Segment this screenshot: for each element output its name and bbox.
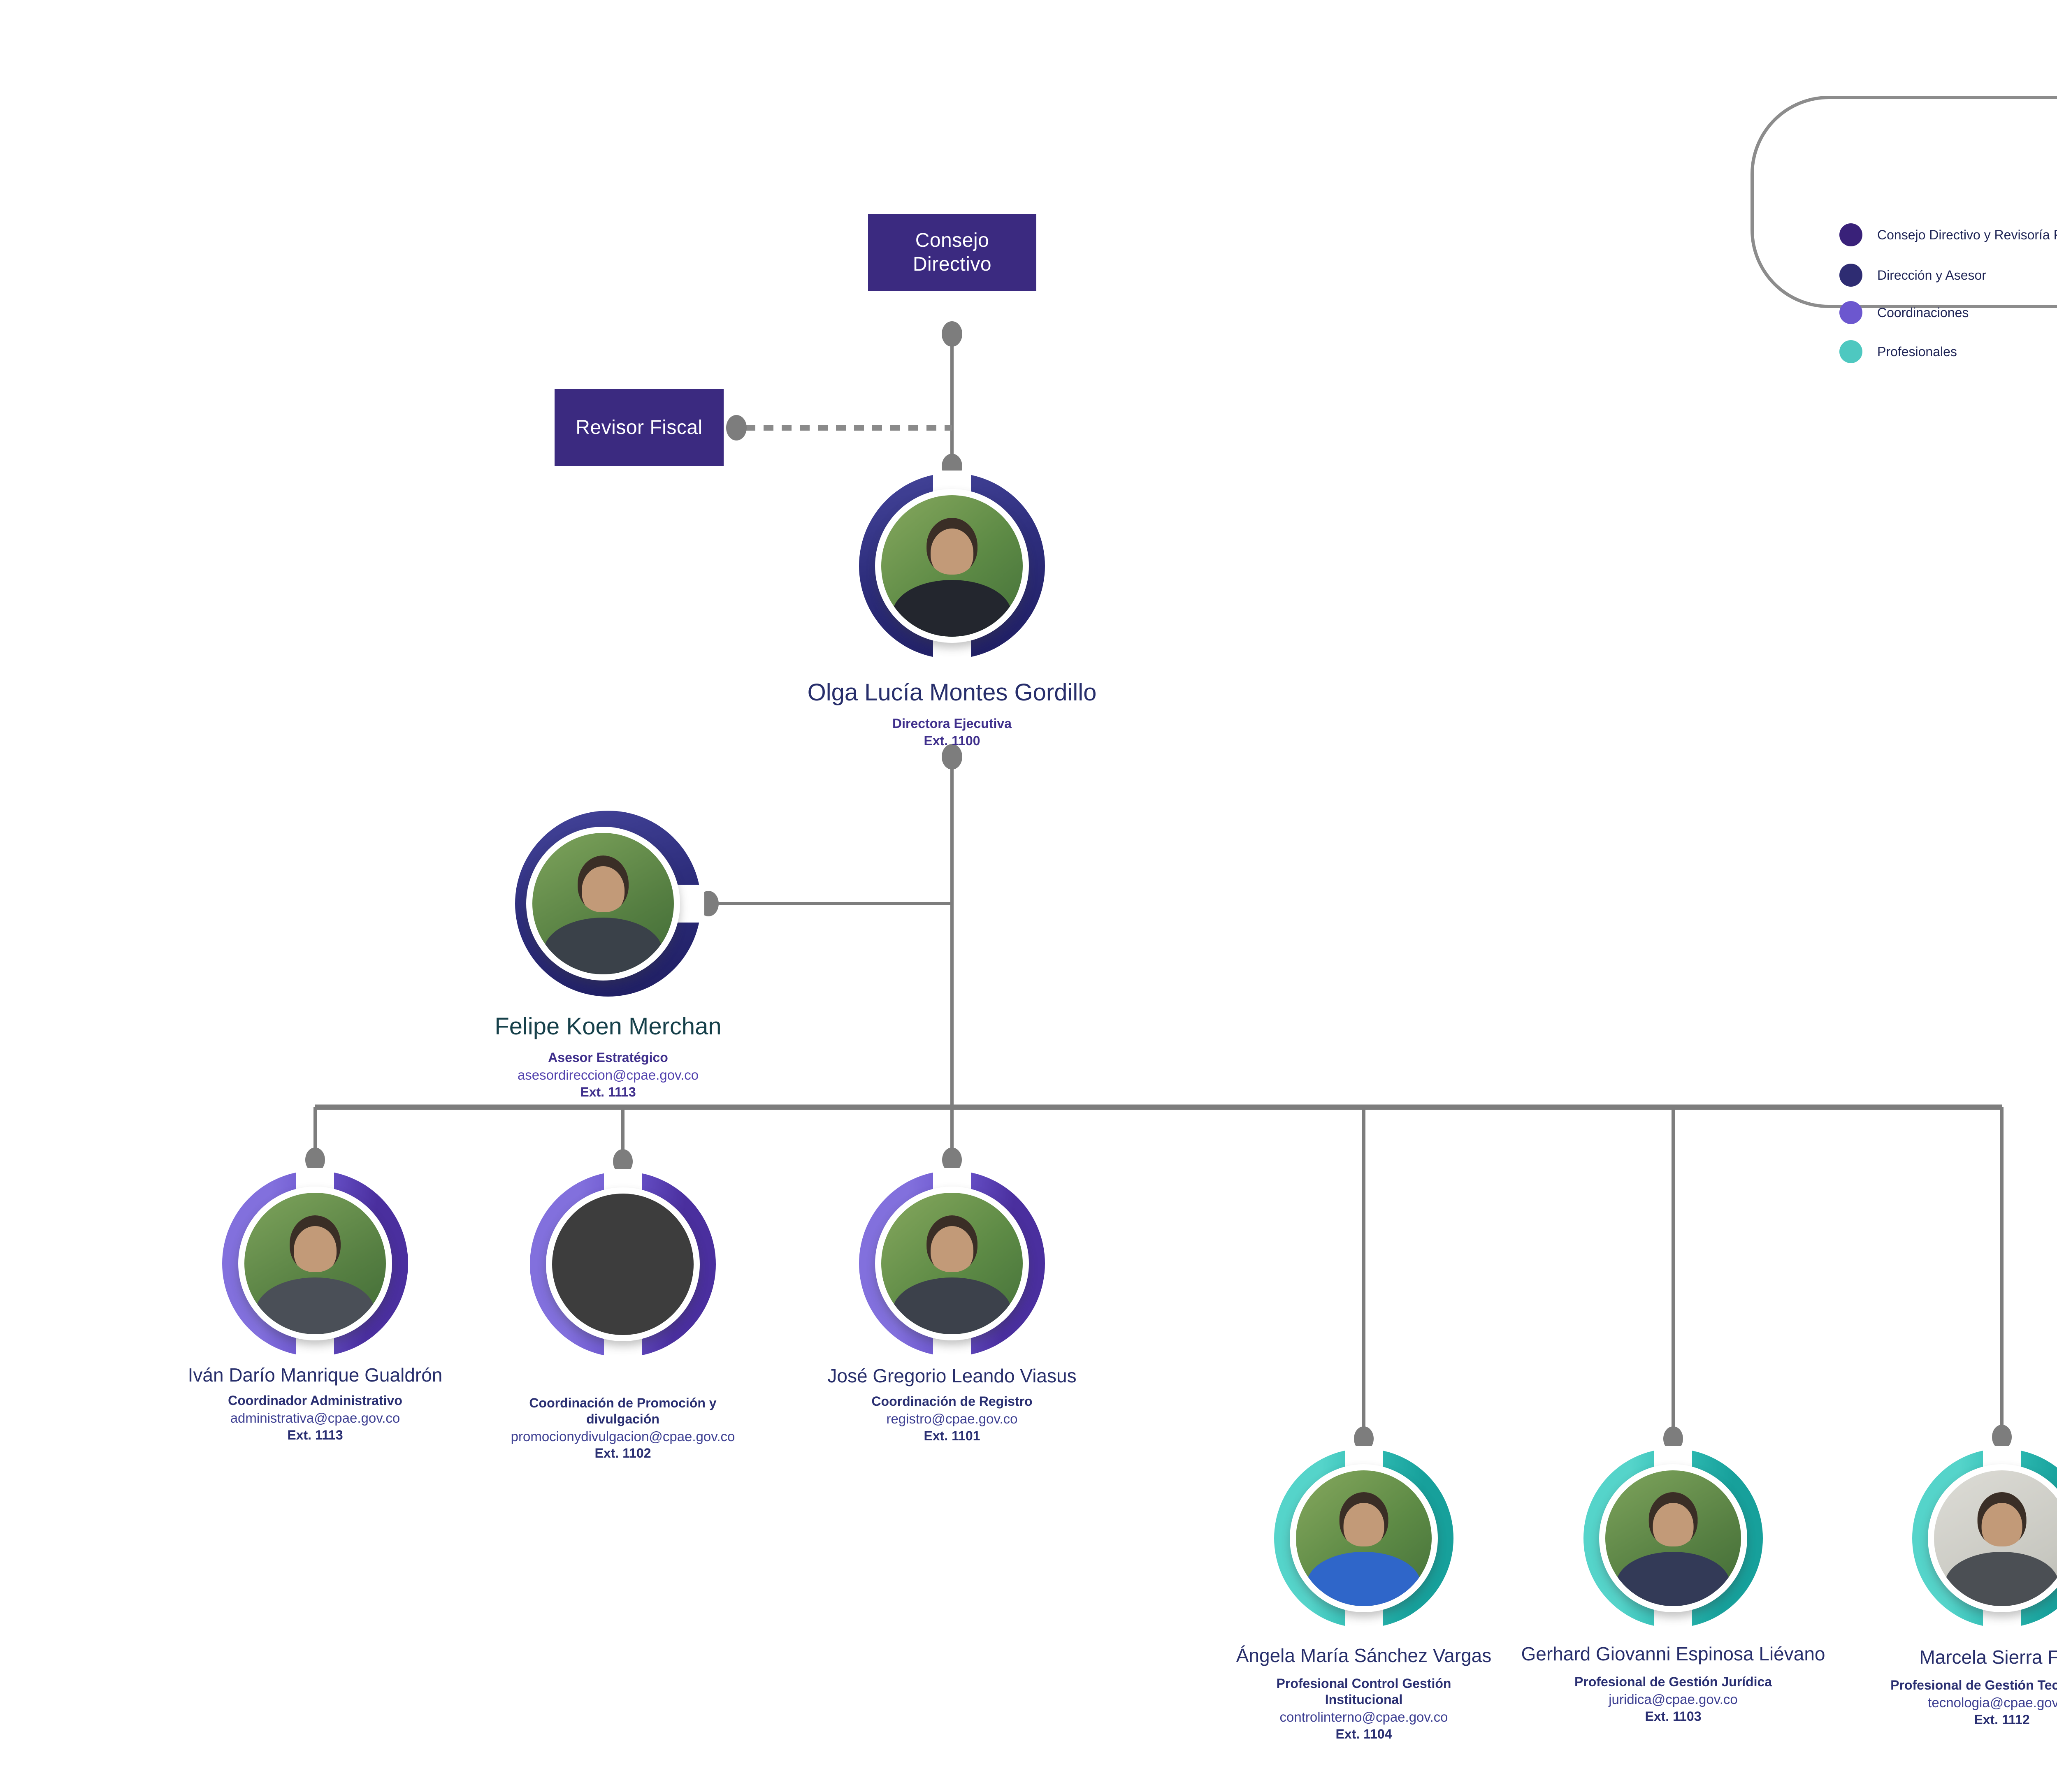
person-name: Marcela Sierra Fino (1919, 1646, 2057, 1668)
badge-coord-registro (859, 1168, 1045, 1359)
person-ext: Ext. 1104 (1335, 1726, 1392, 1741)
person-email: asesordireccion@cpae.gov.co (517, 1067, 699, 1083)
person-title: Profesional de Gestión Tecnológica (1890, 1678, 2057, 1693)
portrait-head (926, 518, 977, 575)
person-ext: Ext. 1102 (594, 1446, 651, 1461)
portrait-head (578, 855, 629, 912)
photo-frame (546, 1187, 700, 1341)
prof-tecnologica-info: Marcela Sierra Fino Profesional de Gesti… (1817, 1646, 2057, 1728)
prof-tecnologica-portrait-photo (1934, 1470, 2057, 1606)
person-ext: Ext. 1113 (287, 1427, 343, 1442)
person-email: registro@cpae.gov.co (886, 1411, 1018, 1427)
coord-registro-info: José Gregorio Leando Viasus Coordinación… (767, 1365, 1137, 1444)
legend-label: Dirección y Asesor (1877, 267, 1986, 283)
portrait-head (1977, 1492, 2027, 1546)
person-title: Coordinación de Promoción y divulgación (529, 1396, 717, 1427)
person-email: administrativa@cpae.gov.co (230, 1410, 400, 1426)
person-name: Gerhard Giovanni Espinosa Liévano (1521, 1643, 1825, 1664)
portrait-head (1339, 1492, 1388, 1546)
legend-item-consejo: Consejo Directivo y Revisoría Fiscal (1839, 223, 2057, 246)
photo-frame (238, 1187, 392, 1340)
photo-frame (875, 489, 1029, 643)
portrait-torso (255, 1277, 375, 1334)
person-name: Ángela María Sánchez Vargas (1236, 1645, 1492, 1666)
coord-admin-info: Iván Darío Manrique Gualdrón Coordinador… (130, 1364, 500, 1444)
photo-frame (1290, 1464, 1438, 1612)
legend-label: Profesionales (1877, 344, 1957, 359)
person-email: promocionydivulgacion@cpae.gov.co (511, 1429, 735, 1444)
photo-frame (875, 1187, 1029, 1340)
photo-frame (1599, 1464, 1747, 1612)
badge-asesor (515, 811, 704, 997)
person-email: juridica@cpae.gov.co (1609, 1692, 1738, 1707)
person-ext: Ext. 1100 (924, 733, 980, 749)
portrait-torso (1616, 1552, 1730, 1606)
revisor-fiscal-label: Revisor Fiscal (576, 416, 703, 438)
photo-frame (526, 827, 680, 981)
badge-prof-juridica (1583, 1446, 1763, 1630)
revisor-fiscal-box: Revisor Fiscal (555, 389, 724, 466)
prof-juridica-info: Gerhard Giovanni Espinosa Liévano Profes… (1488, 1643, 1858, 1725)
portrait-torso (892, 1277, 1012, 1334)
coord-admin-portrait-photo (244, 1193, 386, 1334)
person-title: Profesional de Gestión Jurídica (1574, 1674, 1772, 1690)
person-ext: Ext. 1101 (924, 1428, 980, 1443)
consejo-directivo-label: Consejo Directivo (912, 229, 992, 275)
portrait-torso (1945, 1552, 2057, 1606)
person-ext: Ext. 1113 (580, 1084, 636, 1099)
portrait-head (1648, 1492, 1698, 1546)
person-ext: Ext. 1103 (1645, 1709, 1702, 1724)
person-title: Coordinador Administrativo (228, 1393, 402, 1408)
prof-juridica-portrait-photo (1605, 1470, 1741, 1606)
portrait-head (290, 1215, 341, 1272)
consejo-directivo-box: Consejo Directivo (868, 214, 1036, 291)
photo-frame (1928, 1464, 2057, 1612)
person-name: Felipe Koen Merchan (495, 1013, 722, 1040)
person-title: Asesor Estratégico (548, 1050, 668, 1065)
prof-control-portrait-photo (1296, 1470, 1432, 1606)
person-name: Olga Lucía Montes Gordillo (807, 679, 1097, 706)
badge-coord-admin (222, 1168, 408, 1359)
asesor-portrait-photo (532, 833, 674, 974)
legend-item-direccion: Dirección y Asesor (1839, 264, 1986, 287)
badge-directora (859, 471, 1045, 661)
legend-dot-profesionales (1839, 340, 1862, 363)
badge-coord-promocion (530, 1169, 716, 1360)
person-email: controlinterno@cpae.gov.co (1279, 1709, 1448, 1725)
legend-dot-direccion (1839, 264, 1862, 287)
person-email: tecnologia@cpae.gov.co (1928, 1695, 2057, 1711)
portrait-head (926, 1215, 977, 1272)
legend-dot-consejo (1839, 223, 1862, 246)
badge-prof-tecnologica (1912, 1446, 2057, 1630)
legend-panel: Consejo Directivo y Revisoría Fiscal Dir… (1751, 96, 2057, 363)
portrait-torso (892, 580, 1012, 637)
coord-promocion-info: Coordinación de Promoción y divulgación … (438, 1395, 808, 1462)
coord-registro-portrait-photo (881, 1193, 1023, 1334)
vacant-photo-placeholder (552, 1194, 694, 1335)
portrait-torso (1307, 1552, 1421, 1606)
person-ext: Ext. 1112 (1974, 1712, 2030, 1727)
legend-item-profesionales: Profesionales (1839, 340, 1957, 363)
person-title: Profesional Control Gestión Instituciona… (1276, 1676, 1451, 1707)
legend-label: Coordinaciones (1877, 305, 1969, 320)
person-name: José Gregorio Leando Viasus (827, 1365, 1077, 1386)
badge-prof-control (1274, 1446, 1453, 1630)
person-title: Coordinación de Registro (871, 1394, 1033, 1409)
person-name: Iván Darío Manrique Gualdrón (188, 1364, 443, 1386)
asesor-info: Felipe Koen Merchan Asesor Estratégico a… (423, 1013, 793, 1101)
legend-label: Consejo Directivo y Revisoría Fiscal (1877, 227, 2057, 242)
legend-item-coordinaciones: Coordinaciones (1839, 301, 1969, 324)
prof-control-info: Ángela María Sánchez Vargas Profesional … (1179, 1644, 1549, 1743)
directora-portrait-photo (881, 495, 1023, 637)
portrait-torso (543, 918, 663, 974)
person-title: Directora Ejecutiva (892, 716, 1012, 731)
directora-info: Olga Lucía Montes Gordillo Directora Eje… (767, 679, 1137, 750)
legend-dot-coordinaciones (1839, 301, 1862, 324)
